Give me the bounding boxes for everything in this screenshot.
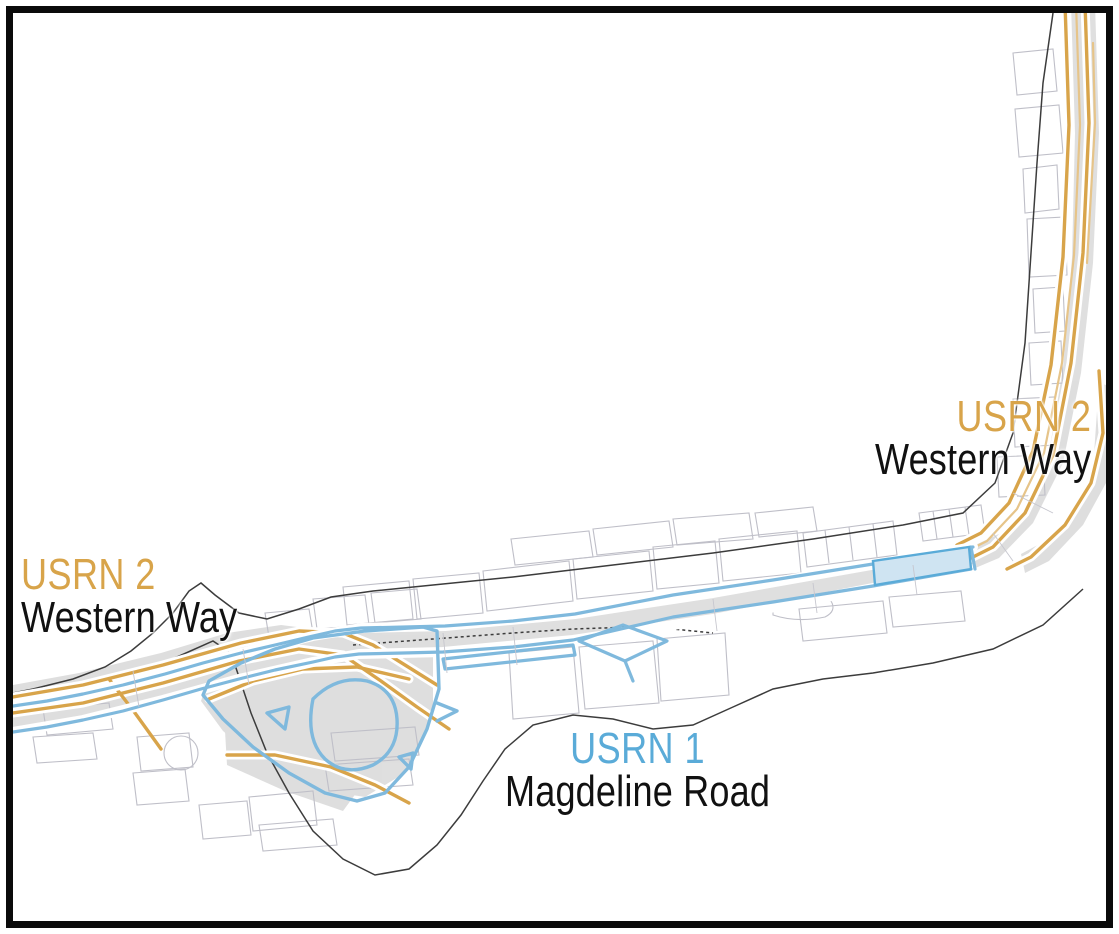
label-usrn2-right-street: Western Way xyxy=(875,435,1092,485)
detail-line-8 xyxy=(992,532,1014,562)
building-block-north-6 xyxy=(412,572,484,620)
usrn1-east-terminus xyxy=(969,545,977,571)
building-terrace-right-div-1 xyxy=(932,510,938,540)
building-block-south-3 xyxy=(508,646,580,720)
usrn2-right-edge-outer xyxy=(967,13,1091,561)
usrn2-right-edge-inner xyxy=(955,13,1071,547)
detail-line-7 xyxy=(132,670,140,708)
label-usrn2-right-code: USRN 2 xyxy=(956,392,1092,441)
detail-line-9 xyxy=(1012,492,1054,514)
building-block-north-5 xyxy=(482,560,574,612)
building-sw-3 xyxy=(248,790,318,832)
usrn1-kerb-south xyxy=(13,567,973,734)
label-usrn2-western-way-right[interactable]: USRN 2 Western Way xyxy=(875,392,1092,485)
building-block-south-1 xyxy=(798,600,888,642)
building-terrace-north-1-div-2 xyxy=(848,526,854,561)
usrn1-magdeline-road-group[interactable] xyxy=(13,542,978,803)
building-terrace-right-div-2 xyxy=(948,508,954,538)
map-canvas[interactable]: USRN 2 Western Way USRN 2 Western Way US… xyxy=(13,13,1106,921)
usrn2-inner-strip xyxy=(961,13,1097,555)
usrn1-junction-stem xyxy=(623,659,635,683)
label-usrn2-left-code: USRN 2 xyxy=(21,550,156,599)
building-sw-6 xyxy=(136,732,194,772)
usrn1-gyratory-outer xyxy=(201,625,441,803)
building-block-north-4 xyxy=(572,550,654,600)
building-sw-5 xyxy=(258,818,338,852)
building-block-north-9 xyxy=(672,512,754,546)
building-detail-gyratory-2 xyxy=(370,588,422,624)
label-usrn2-left-street: Western Way xyxy=(21,593,238,643)
usrn2-casing xyxy=(13,13,1105,805)
usrn1-east-connector xyxy=(871,545,973,587)
label-usrn1-code: USRN 1 xyxy=(570,724,705,773)
map-geometry xyxy=(13,13,1106,876)
detail-line-1 xyxy=(442,632,448,674)
usrn1-gyratory-notch xyxy=(435,701,459,723)
building-terrace-north-1 xyxy=(802,520,898,568)
building-block-south-2 xyxy=(888,590,966,628)
usrn1-island xyxy=(309,678,399,772)
building-block-north-10 xyxy=(592,520,674,556)
detail-line-6 xyxy=(242,648,250,686)
usrn1-gyratory xyxy=(201,625,459,803)
detail-line-2 xyxy=(512,626,518,666)
building-block-right-3 xyxy=(1022,164,1060,214)
building-block-right-4 xyxy=(1026,216,1068,278)
building-terrace-right-div-3 xyxy=(964,506,970,536)
carriageway-right-vertical xyxy=(971,13,1099,569)
minor-detail-lines xyxy=(132,492,1054,708)
usrn2-west-edge-south xyxy=(13,647,451,731)
building-block-south-5 xyxy=(656,632,730,702)
building-block-right-1 xyxy=(1012,48,1058,96)
label-usrn1-street: Magdeline Road xyxy=(505,767,771,817)
building-terrace-north-1-div-1 xyxy=(824,529,830,564)
label-usrn2-western-way-left[interactable]: USRN 2 Western Way xyxy=(21,550,238,643)
detail-line-3 xyxy=(712,598,718,632)
building-sw-7 xyxy=(132,768,190,806)
usrn1-small-triangle-left xyxy=(265,705,291,731)
building-sw-1 xyxy=(330,726,420,762)
building-block-south-4 xyxy=(578,640,660,710)
usrn1-junction-chevron xyxy=(577,623,669,663)
building-roundhouse xyxy=(163,735,199,771)
detail-line-5 xyxy=(912,564,918,596)
building-block-north-2 xyxy=(718,530,802,582)
boundary-south-edge xyxy=(13,588,1084,876)
building-block-right-2 xyxy=(1014,104,1064,158)
detail-line-4 xyxy=(812,582,818,614)
usrn2-right-slip xyxy=(1005,369,1105,571)
building-block-north-7 xyxy=(342,580,414,626)
building-block-north-11 xyxy=(510,530,594,566)
usrn1-kerb-north xyxy=(13,545,975,708)
boundary-north-edge xyxy=(13,13,1054,694)
building-sw-9 xyxy=(32,732,98,764)
usrn1-south-strip xyxy=(441,643,577,671)
usrn1-small-triangle-right xyxy=(397,751,415,771)
usrn1-casing xyxy=(13,545,977,734)
label-usrn1-magdeline-road[interactable]: USRN 1 Magdeline Road xyxy=(505,724,771,817)
building-block-north-8 xyxy=(754,506,818,538)
building-block-north-3 xyxy=(652,540,720,590)
building-sw-4 xyxy=(198,800,252,840)
